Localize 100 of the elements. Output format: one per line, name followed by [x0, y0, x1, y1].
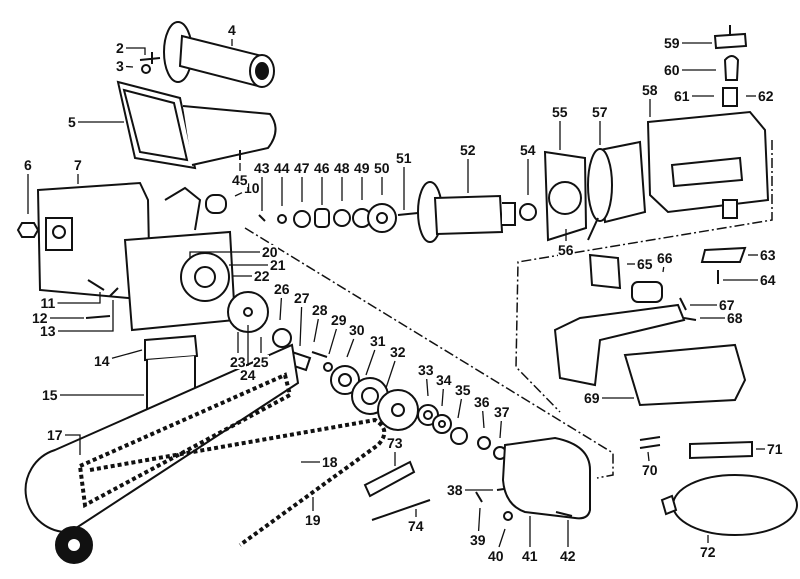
leader-line	[189, 251, 260, 258]
callout-number: 26	[274, 282, 290, 296]
callout-number: 23	[230, 355, 246, 369]
leader-line	[312, 497, 314, 511]
callout-number: 43	[254, 161, 270, 175]
leader-line	[599, 121, 601, 145]
callout-number: 4	[228, 23, 236, 37]
callout-number: 6	[24, 158, 32, 172]
leader-line	[498, 528, 506, 548]
leader-line	[682, 69, 716, 71]
callout-number: 32	[390, 345, 406, 359]
callout-number: 34	[436, 373, 452, 387]
leader-line	[341, 177, 343, 201]
leader-line	[746, 95, 756, 97]
leader-line	[301, 177, 303, 202]
callout-number: 60	[664, 63, 680, 77]
leader-line	[279, 298, 282, 320]
leader-line	[756, 448, 765, 450]
callout-number: 41	[522, 549, 538, 563]
leader-line	[281, 177, 283, 206]
callout-number: 44	[274, 161, 290, 175]
leader-line	[50, 317, 84, 319]
leader-line	[299, 306, 302, 346]
leader-line	[403, 167, 405, 210]
leader-line	[361, 177, 363, 200]
callout-number: 46	[314, 161, 330, 175]
callout-number: 74	[408, 519, 424, 533]
leader-line	[565, 229, 567, 241]
callout-number: 59	[664, 36, 680, 50]
callout-number: 71	[767, 442, 783, 456]
leader-line	[126, 66, 134, 68]
callout-number: 68	[727, 311, 743, 325]
leader-line	[261, 177, 263, 211]
callout-number: 13	[40, 324, 56, 338]
leader-line	[559, 121, 561, 150]
callout-number: 20	[262, 245, 278, 259]
callout-number: 12	[32, 311, 48, 325]
callout-number: 52	[460, 143, 476, 157]
leader-line	[465, 489, 493, 491]
leader-line	[415, 509, 417, 517]
callout-number: 24	[240, 368, 256, 382]
leader-line	[385, 360, 396, 388]
callout-number: 72	[700, 545, 716, 559]
leader-line	[77, 174, 79, 184]
leader-line	[78, 121, 124, 123]
callout-number: 19	[305, 513, 321, 527]
callout-number: 15	[42, 388, 58, 402]
callout-number: 50	[374, 161, 390, 175]
callout-number: 22	[254, 269, 270, 283]
callout-number: 63	[760, 248, 776, 262]
callout-number: 21	[270, 258, 286, 272]
leader-line	[482, 410, 485, 428]
callout-number: 64	[760, 273, 776, 287]
callout-number: 14	[94, 354, 110, 368]
callout-number: 42	[560, 549, 576, 563]
leader-line	[723, 279, 758, 281]
callout-number: 69	[584, 391, 600, 405]
leader-line	[328, 328, 338, 354]
leader-line	[301, 461, 320, 463]
leader-line	[700, 317, 725, 319]
callout-number: 66	[657, 251, 673, 265]
leader-line	[690, 304, 717, 306]
callout-number: 18	[322, 455, 338, 469]
callout-number: 11	[40, 296, 56, 310]
leader-line	[529, 516, 531, 547]
callout-number: 62	[758, 89, 774, 103]
leader-line	[457, 398, 462, 418]
callout-number: 51	[396, 151, 412, 165]
leader-line	[232, 275, 252, 277]
leader-line	[60, 394, 144, 396]
leader-line	[237, 332, 239, 353]
callout-number: 65	[637, 257, 653, 271]
callout-number: 5	[68, 115, 76, 129]
leader-line	[567, 520, 569, 547]
leader-line	[112, 349, 142, 359]
leader-line	[231, 39, 233, 46]
callout-number: 35	[455, 383, 471, 397]
callout-number: 45	[232, 173, 248, 187]
callout-number: 36	[474, 395, 490, 409]
leader-line	[394, 452, 396, 466]
callout-number: 25	[253, 355, 269, 369]
callout-number: 3	[116, 59, 124, 73]
callout-number: 7	[74, 158, 82, 172]
callout-number: 55	[552, 105, 568, 119]
callout-number: 47	[294, 161, 310, 175]
callout-number: 27	[294, 291, 310, 305]
callout-number: 67	[719, 298, 735, 312]
leader-line	[682, 42, 712, 44]
leader-line	[365, 350, 376, 376]
callout-number: 2	[116, 41, 124, 55]
callout-number: 58	[642, 83, 658, 97]
leader-line	[441, 388, 444, 406]
callout-number: 57	[592, 105, 608, 119]
callout-number: 33	[418, 363, 434, 377]
leader-line	[58, 292, 101, 304]
leader-line	[260, 337, 262, 353]
leader-line	[707, 535, 709, 543]
leader-line	[478, 508, 481, 532]
callout-number: 17	[47, 428, 63, 442]
leader-line	[313, 318, 319, 342]
